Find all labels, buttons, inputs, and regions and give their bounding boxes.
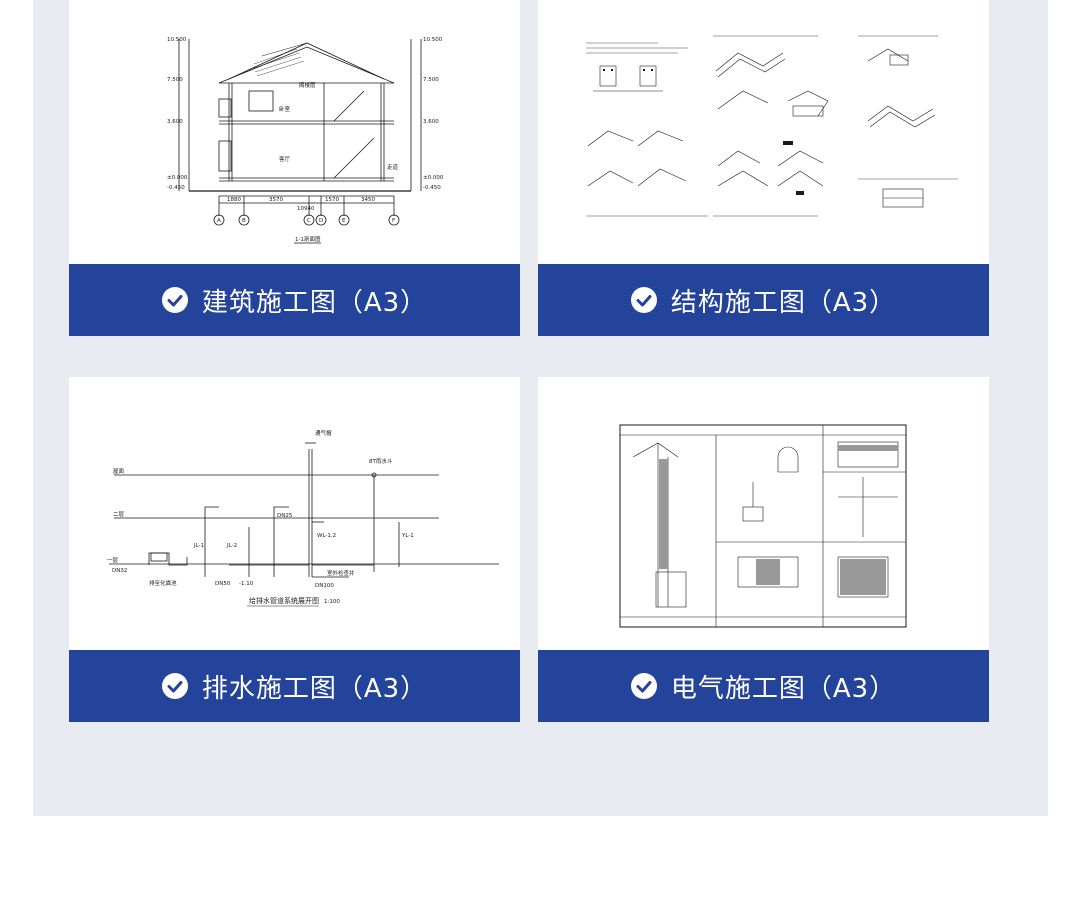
axis-f: F [392,218,395,224]
card-title: 电气施工图（A3） [670,673,897,704]
room-living: 客厅 [279,155,291,163]
room-attic: 阁楼层 [299,81,316,89]
axis-a: A [217,218,221,224]
label-floor1: 一层 [107,557,119,564]
dim-total: 10940 [297,206,315,212]
structure-detail-drawing [538,0,989,264]
level-left-3: 3.600 [167,119,183,125]
level-left-5: -0.450 [167,185,185,191]
card-architecture-drawing[interactable]: 10.500 7.500 3.600 ±0.000 -0.450 10.500 … [69,0,520,336]
label-dn50: DN50 [215,581,231,587]
label-jl2: JL-2 [226,543,237,549]
label-dn25-a: DN25 [277,513,293,519]
check-circle-icon [630,287,657,313]
section-drawing-svg: 10.500 7.500 3.600 ±0.000 -0.450 10.500 … [167,37,444,244]
axis-e: E [342,218,346,224]
label-dn32-a: DN32 [112,568,127,574]
axis-b: B [242,218,246,224]
level-left-2: 7.500 [167,77,183,83]
dim-3: 1570 [325,197,339,203]
structure-drawing-svg [586,35,958,217]
level-right-3: 3.600 [423,119,439,125]
card-structure-drawing[interactable]: 结构施工图（A3） [538,0,989,336]
drainage-system-drawing: 通气帽 8T雨水斗 DN25 DN32 DN50 DN100 WL-1,2 YL… [69,377,520,650]
label-wl: WL-1,2 [317,533,336,539]
label-yl: YL-1 [401,533,414,539]
drawing-scale-3: 1:100 [324,599,340,605]
card-caption[interactable]: 结构施工图（A3） [538,264,989,336]
card-title: 排水施工图（A3） [201,673,428,704]
card-drainage-drawing[interactable]: 通气帽 8T雨水斗 DN25 DN32 DN50 DN100 WL-1,2 YL… [69,377,520,722]
card-caption[interactable]: 建筑施工图（A3） [69,264,520,336]
label-inspection-well: 室外检查井 [327,569,355,577]
label-to-septic: 排至化粪池 [149,579,177,587]
card-electrical-drawing[interactable]: 电气施工图（A3） [538,377,989,722]
drawing-name-3: 给排水管道系统展开图 [249,596,319,605]
level-right-5: -0.450 [423,185,441,191]
level-right-2: 7.500 [423,77,439,83]
dim-4: 3450 [361,197,375,203]
level-right-4: ±0.000 [423,175,444,181]
label-jl1: JL-1 [193,543,204,549]
card-title: 建筑施工图（A3） [201,287,428,318]
electrical-drawing-svg [619,424,907,628]
dim-1: 1880 [227,197,241,203]
label-roof: 屋面 [113,468,125,475]
drawing-name-1: 1-1剖面图 [295,235,321,243]
card-title: 结构施工图（A3） [670,287,897,318]
label-elev: -1.10 [239,581,254,587]
level-right-1: 10.500 [423,37,443,43]
check-circle-icon [161,287,188,313]
label-vent-cap: 通气帽 [315,429,332,437]
architecture-section-drawing: 10.500 7.500 3.600 ±0.000 -0.450 10.500 … [69,0,520,264]
check-circle-icon [161,673,188,699]
room-corridor: 走道 [387,163,399,171]
check-circle-icon [630,673,657,699]
level-left-4: ±0.000 [167,175,188,181]
dim-2: 3570 [269,197,283,203]
axis-c: C [307,218,311,224]
label-floor2: 二层 [113,511,125,518]
label-dn100: DN100 [315,583,334,589]
drainage-drawing-svg: 通气帽 8T雨水斗 DN25 DN32 DN50 DN100 WL-1,2 YL… [107,429,499,607]
card-caption[interactable]: 电气施工图（A3） [538,650,989,722]
axis-d: D [319,218,323,224]
room-bedroom: 卧室 [279,105,291,113]
electrical-detail-drawing [538,377,989,650]
label-rain-hopper: 8T雨水斗 [369,457,393,465]
level-left-1: 10.500 [167,37,187,43]
card-caption[interactable]: 排水施工图（A3） [69,650,520,722]
